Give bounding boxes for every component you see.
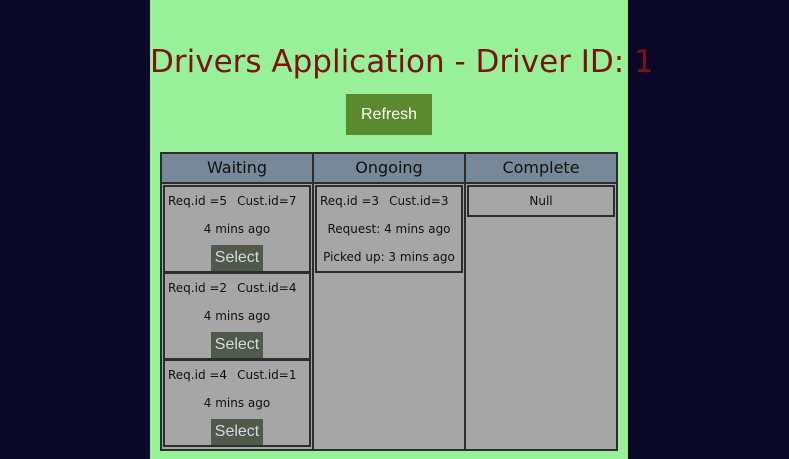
- request-id: Req.id =4: [168, 368, 228, 382]
- request-ids: Req.id =5 Cust.id=7: [165, 187, 309, 215]
- select-button[interactable]: Select: [211, 332, 263, 358]
- requests-board: Waiting Req.id =5 Cust.id=7 4 mins ago Se…: [160, 152, 618, 451]
- refresh-button[interactable]: Refresh: [346, 94, 432, 135]
- picked-up-time: Picked up: 3 mins ago: [323, 250, 455, 264]
- request-ids: Req.id =3 Cust.id=3: [317, 187, 461, 215]
- customer-id: Cust.id=4: [237, 281, 297, 295]
- request-time: 4 mins ago: [203, 309, 271, 323]
- complete-column-body: Null: [466, 184, 616, 449]
- waiting-request-card: Req.id =2 Cust.id=4 4 mins ago Select: [163, 272, 311, 360]
- request-id: Req.id =3: [320, 194, 380, 208]
- request-ids: Req.id =2 Cust.id=4: [165, 274, 309, 302]
- select-button[interactable]: Select: [211, 245, 263, 271]
- ongoing-column: Ongoing Req.id =3 Cust.id=3 Request: 4 mi…: [314, 154, 466, 449]
- complete-column-header: Complete: [466, 154, 616, 184]
- request-time: 4 mins ago: [203, 396, 271, 410]
- ongoing-column-body: Req.id =3 Cust.id=3 Request: 4 mins ago P…: [314, 184, 464, 449]
- app-page: Drivers Application - Driver ID: 1 Refre…: [150, 0, 654, 459]
- select-button[interactable]: Select: [211, 419, 263, 445]
- request-id: Req.id =5: [168, 194, 228, 208]
- waiting-request-card: Req.id =5 Cust.id=7 4 mins ago Select: [163, 185, 311, 273]
- waiting-column-body: Req.id =5 Cust.id=7 4 mins ago Select Req…: [162, 184, 312, 449]
- customer-id: Cust.id=1: [237, 368, 297, 382]
- customer-id: Cust.id=3: [389, 194, 449, 208]
- request-time: Request: 4 mins ago: [327, 222, 451, 236]
- waiting-request-card: Req.id =4 Cust.id=1 4 mins ago Select: [163, 359, 311, 447]
- request-ids: Req.id =4 Cust.id=1: [165, 361, 309, 389]
- waiting-column-header: Waiting: [162, 154, 312, 184]
- ongoing-request-card: Req.id =3 Cust.id=3 Request: 4 mins ago P…: [315, 185, 463, 273]
- page-title: Drivers Application - Driver ID: 1: [150, 44, 654, 80]
- request-id: Req.id =2: [168, 281, 228, 295]
- customer-id: Cust.id=7: [237, 194, 297, 208]
- waiting-column: Waiting Req.id =5 Cust.id=7 4 mins ago Se…: [162, 154, 314, 449]
- complete-column: Complete Null: [466, 154, 616, 449]
- ongoing-column-header: Ongoing: [314, 154, 464, 184]
- request-time: 4 mins ago: [203, 222, 271, 236]
- complete-request-card: Null: [467, 185, 615, 217]
